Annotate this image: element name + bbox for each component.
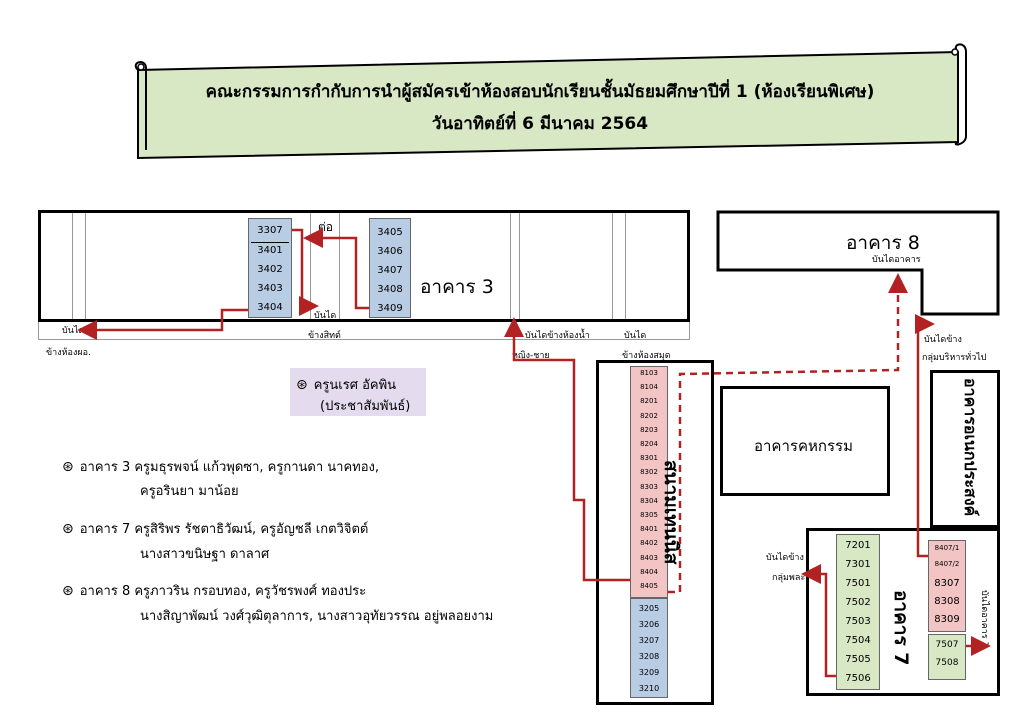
pr-staff-name: ครูนเรศ อัคพิน bbox=[313, 378, 397, 393]
stair-location: กลุ่มบริหารทั่วไป bbox=[922, 353, 987, 363]
room: 8204 bbox=[640, 440, 658, 448]
room: 3407 bbox=[377, 265, 403, 276]
room: 7508 bbox=[935, 658, 959, 668]
room: 3403 bbox=[257, 283, 283, 294]
pillar bbox=[612, 213, 626, 319]
room: 3404 bbox=[257, 302, 283, 313]
stair-label: บันได bbox=[314, 311, 337, 321]
room: 3405 bbox=[377, 227, 403, 238]
stair-location: หญิง-ชาย bbox=[512, 351, 550, 361]
room: 7506 bbox=[845, 673, 871, 684]
room: 7504 bbox=[845, 635, 871, 646]
assignment-b7-cont: นางสาวขนิษฐา ดาลาศ bbox=[140, 547, 270, 562]
room: 7501 bbox=[845, 578, 871, 589]
room: 8301 bbox=[640, 454, 658, 463]
room: 3210 bbox=[638, 684, 660, 693]
pr-staff-role: (ประชาสัมพันธ์) bbox=[320, 399, 411, 414]
room: 7505 bbox=[845, 654, 871, 665]
corridor bbox=[38, 322, 690, 340]
stair-label: บันไดข้าง bbox=[924, 335, 962, 345]
field-rooms-pink bbox=[630, 366, 668, 598]
building-3-rooms-left: 3307 3401 3402 3403 3404 bbox=[248, 218, 292, 318]
stair-label: บันไดข้างห้องน้ำ bbox=[525, 331, 590, 341]
room: 3207 bbox=[638, 636, 660, 645]
room: 8309 bbox=[934, 614, 960, 625]
building-3 bbox=[38, 210, 690, 322]
field-name: สนามเทนนิส bbox=[660, 460, 682, 565]
room: 8303 bbox=[640, 482, 658, 491]
field-rooms-blue bbox=[630, 598, 668, 698]
assignment-b3-cont: ครูอรินยา มาน้อย bbox=[140, 484, 239, 499]
building-3-rooms-right: 3405 3406 3407 3408 3409 bbox=[369, 218, 411, 318]
wheel-icon: ⊛ bbox=[296, 377, 308, 393]
building-3-name: อาคาร 3 bbox=[420, 276, 494, 298]
stair-label: บันได bbox=[62, 326, 85, 336]
room: 8203 bbox=[640, 425, 658, 434]
connector-label: ต่อ bbox=[318, 220, 333, 234]
room: 3408 bbox=[377, 284, 403, 295]
room: 3208 bbox=[638, 652, 660, 661]
corridor-label: ข้างสิทต์ bbox=[308, 331, 341, 341]
room: 8404 bbox=[640, 567, 658, 576]
divider bbox=[251, 242, 289, 243]
room: 8407/2 bbox=[934, 560, 960, 568]
page-title: คณะกรรมการกำกับการนำผู้สมัครเข้าห้องสอบน… bbox=[205, 82, 875, 102]
pr-staff-box: ⊛ ครูนเรศ อัคพิน (ประชาสัมพันธ์) bbox=[290, 368, 426, 416]
room: 8402 bbox=[640, 539, 658, 548]
room: 8405 bbox=[640, 582, 658, 590]
wheel-icon: ⊛ bbox=[62, 459, 74, 475]
stair-location: กลุ่มพละ bbox=[772, 573, 806, 583]
stair-label: บันได bbox=[624, 331, 647, 341]
stair-location: ข้างห้องสมุด bbox=[622, 351, 671, 361]
building-7-rooms-green2 bbox=[928, 634, 966, 680]
room: 8407/1 bbox=[934, 544, 960, 552]
room: 3409 bbox=[377, 303, 403, 314]
assignment-b7: ⊛อาคาร 7 ครูสิริพร รัชตาธิวัฒน์, ครูอัญช… bbox=[62, 521, 369, 537]
room: 7503 bbox=[845, 616, 871, 627]
room: 8202 bbox=[640, 411, 658, 420]
stair-label: บันไดอาคาร bbox=[872, 255, 921, 265]
page-date: วันอาทิตย์ที่ 6 มีนาคม 2564 bbox=[431, 114, 649, 134]
wheel-icon: ⊛ bbox=[62, 521, 74, 537]
room: 7502 bbox=[845, 597, 871, 608]
room: 3402 bbox=[257, 264, 283, 275]
room: 7301 bbox=[845, 559, 871, 570]
multipurpose-name: อาคารอเนกประสงค์ bbox=[961, 378, 980, 517]
stair-location: ข้างห้องผอ. bbox=[46, 348, 91, 358]
room: 8201 bbox=[640, 397, 658, 406]
room: 3205 bbox=[638, 604, 660, 613]
room: 7507 bbox=[935, 640, 959, 650]
room: 3206 bbox=[638, 620, 660, 629]
assignment-b3: ⊛อาคาร 3 ครูมธุรพจน์ แก้วพุดซา, ครูกานดา… bbox=[62, 459, 380, 475]
stair-label: บันไดข้าง bbox=[766, 553, 804, 563]
building-7-rooms bbox=[836, 534, 880, 690]
wheel-icon: ⊛ bbox=[62, 583, 74, 599]
pillar bbox=[72, 213, 86, 319]
room: 8103 bbox=[640, 369, 658, 377]
room: 8308 bbox=[934, 596, 960, 607]
room: 8401 bbox=[640, 525, 658, 534]
room: 3406 bbox=[377, 246, 403, 257]
room: 3401 bbox=[257, 245, 283, 256]
stair-label: บันไดอาคาร 7 bbox=[979, 590, 989, 648]
room: 3307 bbox=[257, 225, 283, 236]
room: 8302 bbox=[640, 468, 658, 477]
assignment-b8-cont: นางสิญาพัฒน์ วงศ์วุฒิตุลาการ, นางสาวอุทั… bbox=[140, 609, 494, 624]
activity-name: อาคารคหกรรม bbox=[754, 437, 853, 455]
pillar bbox=[510, 213, 520, 319]
room: 8304 bbox=[640, 496, 658, 505]
building-multipurpose bbox=[930, 370, 1000, 528]
room: 3209 bbox=[638, 668, 660, 677]
room: 8305 bbox=[640, 511, 658, 519]
building-7-name: อาคาร 7 bbox=[890, 590, 912, 666]
room: 7201 bbox=[845, 540, 871, 551]
room: 8307 bbox=[934, 578, 960, 589]
building-8-name: อาคาร 8 bbox=[846, 232, 920, 254]
building-7-rooms-pink bbox=[928, 540, 966, 632]
room: 8104 bbox=[640, 383, 658, 392]
room: 8403 bbox=[640, 553, 658, 562]
assignment-b8: ⊛อาคาร 8 ครูภาวริน กรอบทอง, ครูวัชรพงศ์ … bbox=[62, 583, 367, 599]
